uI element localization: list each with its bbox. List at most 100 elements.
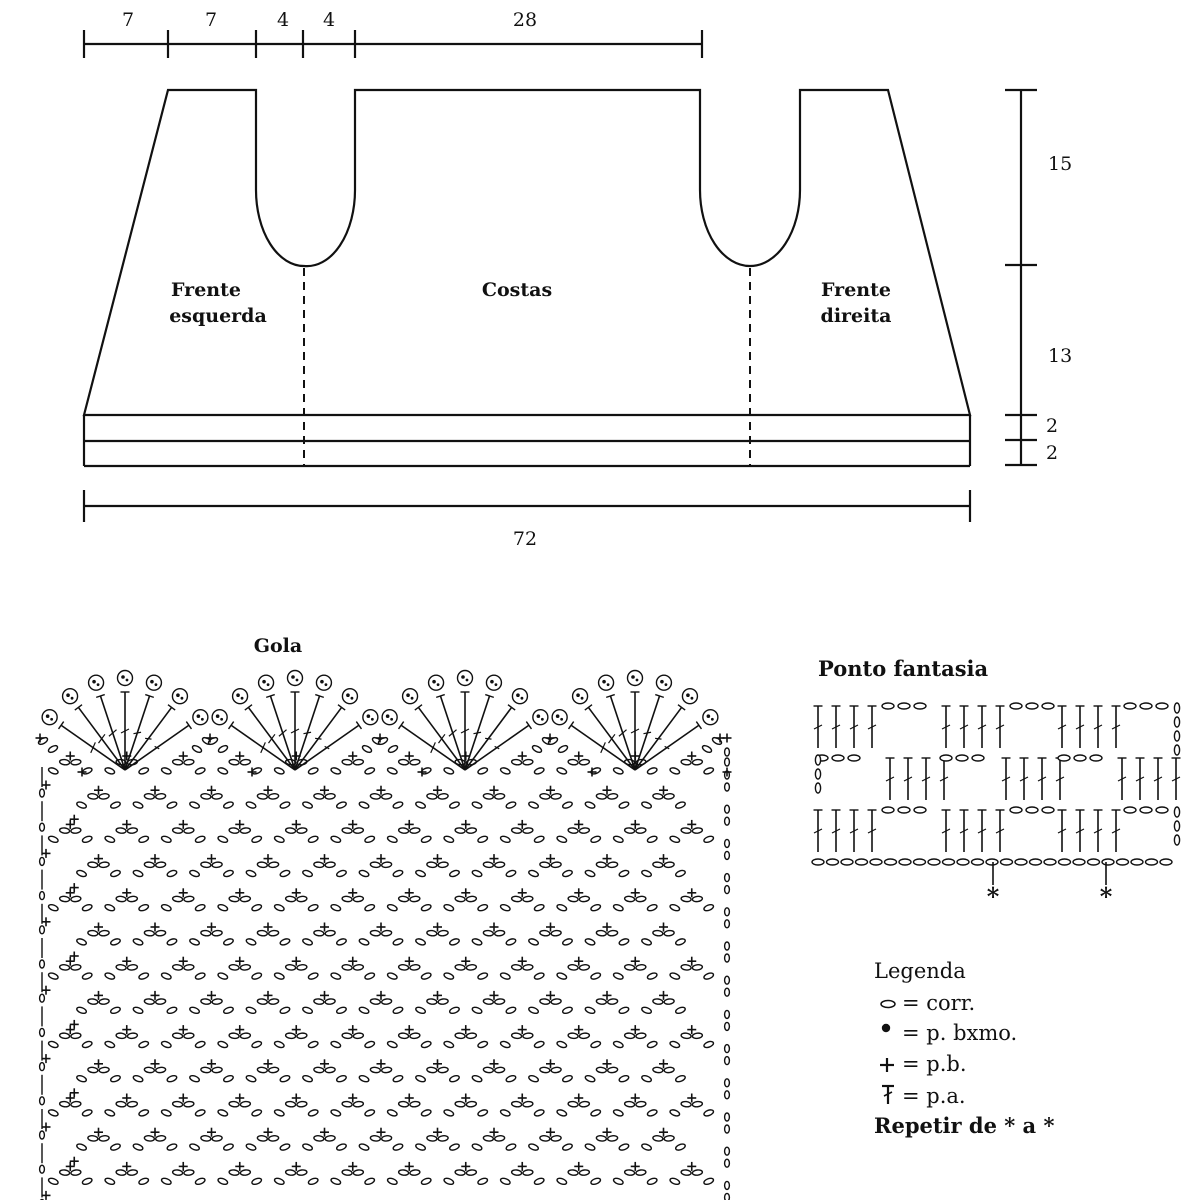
chain-stitch xyxy=(881,702,895,710)
picot-dot xyxy=(660,679,664,684)
chain-stitch xyxy=(556,767,568,775)
chain-stitch xyxy=(58,1100,71,1108)
side-dim-3: 2 xyxy=(1046,415,1058,437)
chain-stitch xyxy=(426,929,438,937)
dc-stitch-bar xyxy=(448,729,457,737)
chain-stitch xyxy=(691,964,704,971)
chain-stitch xyxy=(47,1109,59,1117)
chain-stitch xyxy=(358,801,370,809)
chain-stitch xyxy=(1089,754,1103,762)
dc-stitch-bar xyxy=(1075,828,1085,834)
chain-stitch xyxy=(703,1040,715,1049)
chain-stitch xyxy=(160,767,172,775)
chain-stitch xyxy=(522,1100,534,1108)
chain-stitch xyxy=(38,822,46,832)
chain-stitch xyxy=(267,929,280,937)
chain-stitch xyxy=(415,801,427,809)
chain-stitch xyxy=(606,861,619,869)
chain-stitch xyxy=(618,1143,630,1151)
chain-stitch xyxy=(369,929,382,937)
chain-stitch xyxy=(364,1109,376,1117)
chain-stitch xyxy=(256,1135,269,1142)
dc-stitch-bar xyxy=(1153,776,1163,782)
chain-stitch xyxy=(471,1006,483,1015)
chain-stitch xyxy=(81,1177,93,1186)
chain-stitch xyxy=(138,767,150,775)
picot-ring xyxy=(315,674,333,691)
dc-stitch-top xyxy=(244,704,253,711)
chain-stitch xyxy=(296,1169,308,1176)
picot-ring xyxy=(626,669,644,687)
chain-stitch xyxy=(341,827,353,834)
chain-stitch xyxy=(482,1135,495,1142)
chain-stitch xyxy=(522,758,534,766)
top-dim-5: 28 xyxy=(513,9,537,31)
chain-stitch xyxy=(448,1006,460,1015)
chain-stitch xyxy=(646,1040,658,1049)
chain-stitch xyxy=(1014,858,1028,866)
chain-stitch xyxy=(420,903,432,912)
dc-stitch-bar xyxy=(655,737,662,740)
chain-stitch xyxy=(380,929,393,937)
chain-stitch xyxy=(612,972,624,980)
picot-ring xyxy=(61,688,79,705)
chain-stitch xyxy=(228,895,240,903)
chain-stitch xyxy=(189,938,201,946)
chain-stitch xyxy=(228,964,240,971)
chain-stitch xyxy=(171,964,184,971)
chain-stitch xyxy=(380,998,393,1005)
chain-stitch xyxy=(999,858,1014,866)
chain-stitch xyxy=(955,754,969,762)
chain-stitch xyxy=(556,972,568,980)
chain-stitch xyxy=(971,754,985,762)
chain-stitch xyxy=(200,998,212,1005)
top-dim-1: 7 xyxy=(122,9,134,31)
chain-stitch xyxy=(239,827,252,834)
chain-stitch xyxy=(364,1040,376,1049)
chain-stitch xyxy=(341,1032,353,1040)
chain-stitch xyxy=(567,895,579,903)
chain-stitch xyxy=(76,801,88,809)
chain-stitch xyxy=(897,806,911,814)
chain-stitch xyxy=(811,858,825,866)
chain-stitch xyxy=(723,1112,731,1122)
dc-stitch-bar xyxy=(600,742,606,754)
chain-stitch xyxy=(623,1100,636,1108)
picot-ring xyxy=(532,709,549,726)
chain-stitch xyxy=(471,801,483,809)
chain-stitch xyxy=(239,1100,252,1108)
picot-ring xyxy=(171,688,189,705)
picot-dot xyxy=(295,678,299,682)
chain-stitch xyxy=(256,1066,269,1074)
chain-stitch xyxy=(437,861,449,869)
chain-stitch xyxy=(38,1164,46,1174)
chain-stitch xyxy=(183,1100,195,1108)
picot-stitch xyxy=(145,674,163,691)
chain-stitch xyxy=(561,1006,573,1015)
chain-stitch xyxy=(358,938,370,946)
chain-stitch xyxy=(397,758,410,766)
chain-stitch xyxy=(1173,716,1181,728)
chain-stitch xyxy=(341,895,353,903)
chain-stitch xyxy=(723,747,731,757)
chain-stitch xyxy=(1115,858,1130,866)
chain-stitch xyxy=(482,998,495,1005)
chain-stitch xyxy=(324,1066,336,1074)
chain-stitch xyxy=(313,861,325,869)
chain-stitch xyxy=(211,1066,223,1074)
chain-stitch xyxy=(380,1135,393,1142)
top-dim-2: 7 xyxy=(205,9,217,31)
chain-stitch xyxy=(132,1074,144,1083)
chain-stitch xyxy=(1009,702,1023,710)
chain-stitch xyxy=(200,929,212,937)
chain-stitch xyxy=(154,1066,167,1074)
chain-stitch xyxy=(510,964,523,971)
chain-stitch xyxy=(194,767,206,775)
chain-stitch xyxy=(70,1169,82,1176)
picot-ring xyxy=(341,688,359,705)
dc-stitch-top xyxy=(655,693,665,699)
label-left-front-1: Frente xyxy=(171,279,241,301)
dc-stitch-bar xyxy=(849,724,859,730)
chain-stitch xyxy=(38,890,46,901)
chain-stitch xyxy=(81,1040,93,1049)
